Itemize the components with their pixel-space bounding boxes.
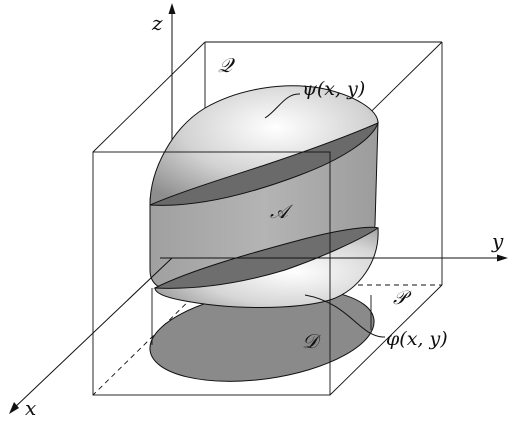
y-axis (160, 254, 508, 262)
axis-y-label: y (491, 229, 504, 253)
upper-surface-label: ψ(x, y) (302, 78, 365, 100)
x-axis (9, 257, 173, 414)
box-front-edges (92, 151, 443, 396)
box-back-edges (92, 41, 443, 285)
lower-surface-label: φ(x, y) (386, 328, 448, 350)
box-p-label: 𝒫 (393, 287, 412, 309)
axis-z-label: z (151, 11, 163, 35)
leader-lines (264, 93, 386, 338)
projection-lines (151, 288, 372, 345)
upper-surface-dark-band (149, 122, 379, 206)
region-d-label: 𝒟 (302, 329, 322, 353)
box-q-label: 𝒬 (218, 53, 236, 77)
axis-x-label: x (25, 396, 36, 420)
